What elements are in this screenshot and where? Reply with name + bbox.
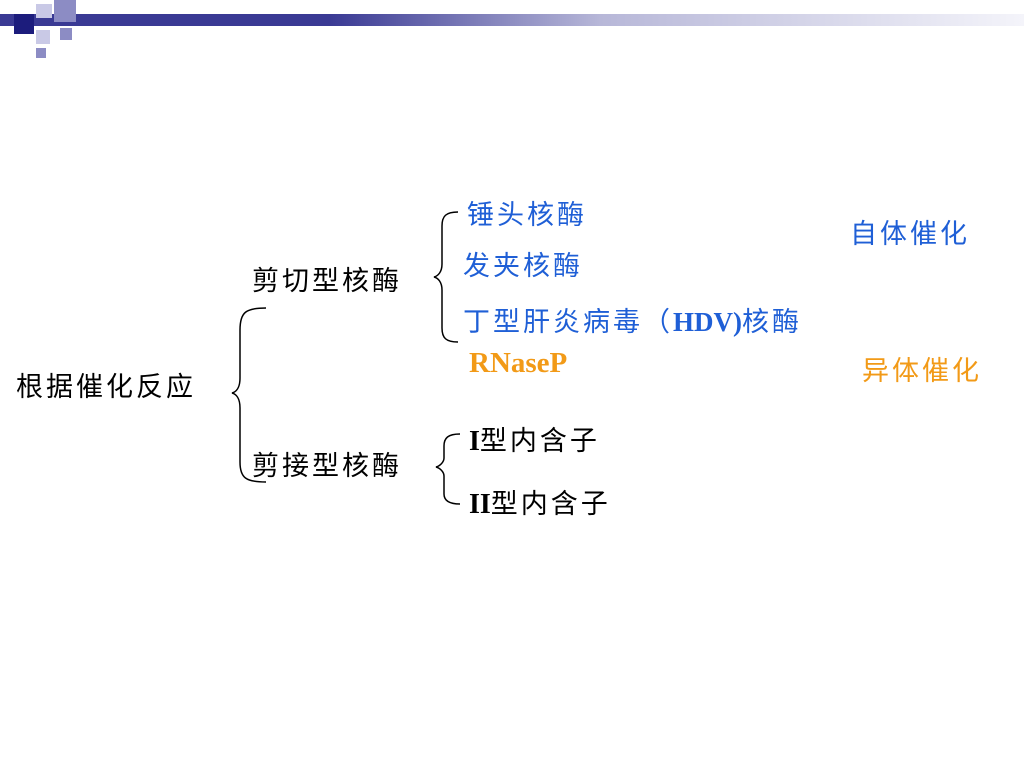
header-square-pale (36, 30, 50, 44)
header-square-light (36, 4, 52, 18)
group-i-suffix: 型内含子 (479, 426, 600, 457)
cleavage-label: 剪切型核酶 (252, 266, 402, 297)
group-ii-suffix: 型内含子 (490, 489, 611, 520)
group-ii-intron: II型内含子 (469, 491, 611, 519)
rnasep-label: RNaseP (469, 347, 568, 379)
cleavage-brace (433, 211, 459, 343)
hdv-ribozyme-suffix: 核酶 (742, 307, 802, 338)
header-bar (0, 14, 1024, 26)
self-catalysis-label: 自体催化 (850, 219, 970, 250)
hetero-catalysis-label: 异体催化 (862, 356, 982, 387)
header-square-mid (54, 0, 76, 22)
hdv-ribozyme-latin: HDV) (673, 307, 742, 337)
hammerhead-ribozyme: 锤头核酶 (467, 200, 587, 231)
group-ii-numeral: II (469, 489, 491, 520)
root-label: 根据催化反应 (16, 372, 196, 403)
main-brace (231, 307, 267, 483)
hairpin-ribozyme: 发夹核酶 (463, 251, 583, 282)
group-i-intron: I型内含子 (469, 428, 600, 456)
splicing-label: 剪接型核酶 (252, 451, 402, 482)
hdv-ribozyme-prefix: 丁型肝炎病毒（ (463, 307, 673, 338)
header-square-small (60, 28, 72, 40)
hdv-ribozyme: 丁型肝炎病毒（HDV)核酶 (463, 307, 802, 338)
splicing-brace (435, 433, 461, 505)
header-square-bottom (36, 48, 46, 58)
header-square-dark (14, 14, 34, 34)
group-i-numeral: I (469, 426, 480, 457)
